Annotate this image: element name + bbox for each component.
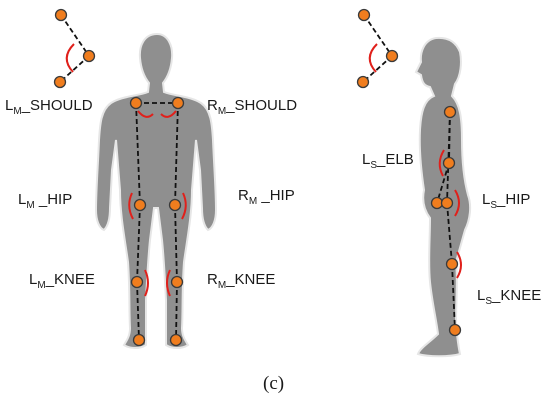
r-ankle-joint xyxy=(169,333,183,347)
r-hip-arc xyxy=(181,192,187,220)
side-joints xyxy=(430,105,462,337)
legend-joint xyxy=(82,49,96,63)
label-s-hip: LS_HIP xyxy=(482,191,530,211)
label-l-knee: LM_KNEE xyxy=(29,271,95,291)
l-shoulder-arc xyxy=(137,110,154,118)
s-elbow-arc xyxy=(438,149,445,177)
s-elbow-joint xyxy=(442,156,456,170)
legend-joint xyxy=(54,8,68,22)
angle-legend-left xyxy=(53,8,96,89)
legend-joint xyxy=(356,75,370,89)
r-shoulder-joint xyxy=(171,96,185,110)
legend-angle-arc xyxy=(65,43,75,73)
l-knee-arc xyxy=(144,269,149,297)
label-l-should: LM_SHOULD xyxy=(5,97,93,117)
side-skeleton xyxy=(436,111,456,331)
s-hip-arc xyxy=(454,189,460,217)
label-s-knee: LS_KNEE xyxy=(477,287,541,307)
l-knee-joint xyxy=(130,275,144,289)
s-knee-joint xyxy=(445,257,459,271)
r-hip-joint xyxy=(168,198,182,212)
side-body-silhouette xyxy=(414,36,472,358)
label-r-hip: RM _HIP xyxy=(238,187,295,207)
l-hip-arc xyxy=(128,192,134,220)
label-s-elb: LS_ELB xyxy=(362,151,414,171)
s-hip-joint xyxy=(440,196,454,210)
label-r-should: RM_SHOULD xyxy=(207,97,297,117)
r-knee-joint xyxy=(170,275,184,289)
front-angle-arcs xyxy=(128,110,187,297)
s-ankle-joint xyxy=(448,323,462,337)
l-hip-joint xyxy=(133,198,147,212)
label-r-knee: RM_KNEE xyxy=(207,271,275,291)
legend-joint xyxy=(357,8,371,22)
r-knee-arc xyxy=(166,269,171,297)
angle-legend-right xyxy=(356,8,399,89)
legend-angle-arc xyxy=(368,43,378,73)
s-shoulder-joint xyxy=(443,105,457,119)
side-angle-arcs xyxy=(438,149,462,279)
label-l-hip: LM _HIP xyxy=(18,191,72,211)
legend-joint xyxy=(53,75,67,89)
s-knee-arc xyxy=(456,251,462,279)
front-joints xyxy=(129,96,185,347)
l-shoulder-joint xyxy=(129,96,143,110)
l-ankle-joint xyxy=(132,333,146,347)
front-skeleton xyxy=(135,102,179,341)
front-body-silhouette xyxy=(94,32,218,349)
figure-caption: (c) xyxy=(263,373,284,394)
legend-joint xyxy=(385,49,399,63)
r-shoulder-arc xyxy=(160,110,177,118)
